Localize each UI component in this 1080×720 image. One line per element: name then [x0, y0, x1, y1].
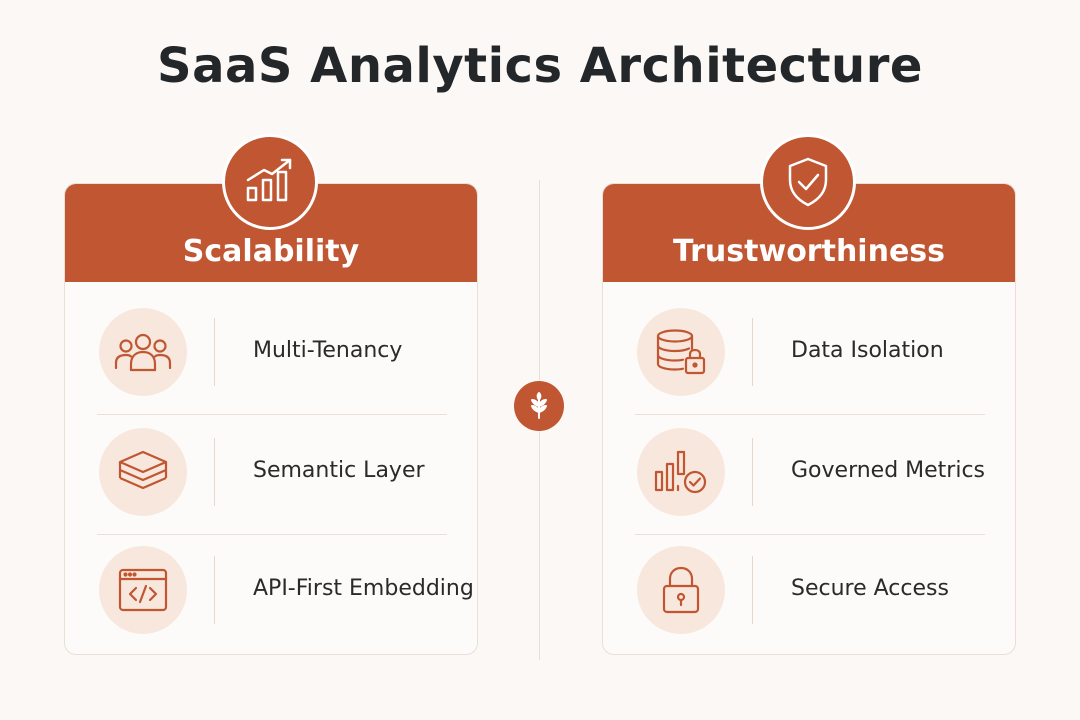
trustworthiness-card: Trustworthiness Data Isolation: [602, 134, 1016, 655]
item-label: Semantic Layer: [253, 458, 425, 483]
leaf-icon: [514, 381, 564, 431]
list-item: Secure Access: [635, 534, 985, 652]
page-title: SaaS Analytics Architecture: [157, 38, 923, 94]
scalability-card: Scalability Multi-Tenancy: [64, 134, 478, 655]
row-divider: [214, 438, 215, 506]
card-title: Trustworthiness: [672, 234, 946, 269]
list-item: Data Isolation: [635, 296, 985, 415]
list-item: Semantic Layer: [97, 416, 447, 535]
card-title: Scalability: [182, 234, 360, 269]
item-label: Secure Access: [791, 576, 949, 601]
list-item: API-First Embedding: [97, 534, 474, 652]
card-header: Scalability: [65, 184, 477, 282]
item-label: API-First Embedding: [253, 576, 474, 601]
shield-check-icon: [760, 134, 856, 230]
growth-chart-icon: [222, 134, 318, 230]
row-divider: [752, 438, 753, 506]
code-window-icon: [99, 546, 187, 634]
list-item: Multi-Tenancy: [97, 296, 447, 415]
users-group-icon: [99, 308, 187, 396]
database-lock-icon: [637, 308, 725, 396]
item-label: Multi-Tenancy: [253, 338, 403, 363]
row-divider: [214, 318, 215, 386]
layers-icon: [99, 428, 187, 516]
padlock-icon: [637, 546, 725, 634]
item-label: Governed Metrics: [791, 458, 986, 483]
list-item: Governed Metrics: [635, 416, 985, 535]
item-label: Data Isolation: [791, 338, 944, 363]
row-divider: [214, 556, 215, 624]
row-divider: [752, 556, 753, 624]
chart-check-icon: [637, 428, 725, 516]
row-divider: [752, 318, 753, 386]
